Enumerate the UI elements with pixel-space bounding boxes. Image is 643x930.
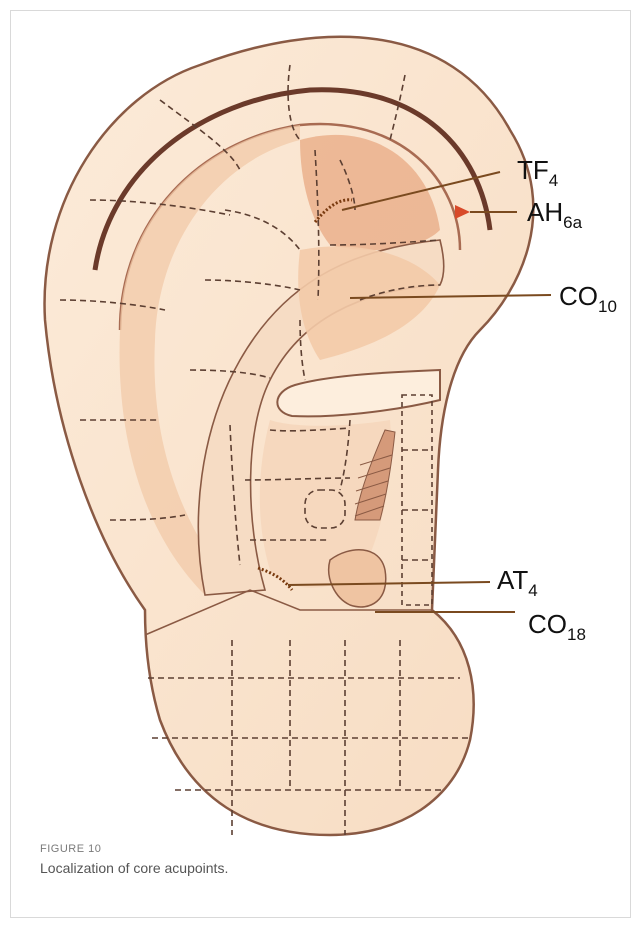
figure-caption: Localization of core acupoints. (40, 860, 228, 876)
label-co18: CO18 (528, 609, 586, 644)
figure-number: FIGURE 10 (40, 843, 101, 855)
label-ah6a: AH6a (527, 197, 583, 232)
label-at4: AT4 (497, 565, 538, 600)
label-tf4: TF4 (517, 155, 558, 190)
label-co10: CO10 (559, 281, 617, 316)
